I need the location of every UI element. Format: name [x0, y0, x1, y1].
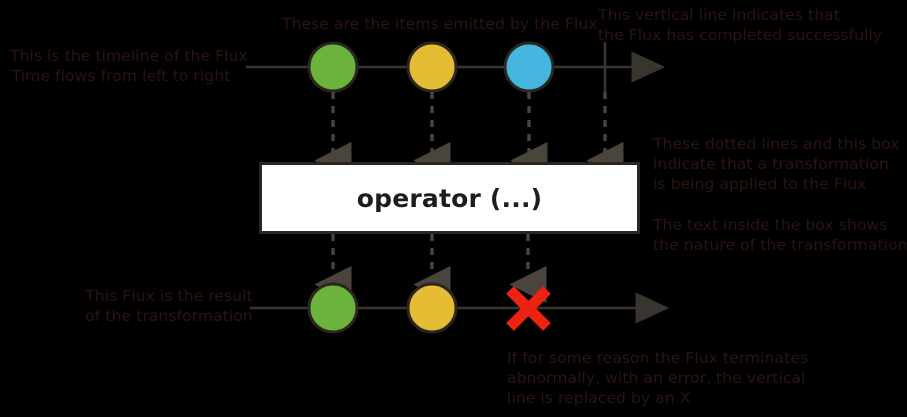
- error-x-marker: [506, 286, 551, 331]
- annotation-result-timeline: This Flux is the result of the transform…: [85, 287, 253, 325]
- annotation-box-text: The text inside the box shows the nature…: [653, 216, 907, 254]
- annotation-source-timeline: This is the timeline of the Flux Time fl…: [10, 47, 248, 85]
- annotation-transformation: These dotted lines and this box indicate…: [653, 135, 900, 193]
- annotation-emitted-items: These are the items emitted by the Flux: [282, 15, 598, 33]
- operator-box-label: operator (...): [356, 183, 543, 213]
- annotation-completion-line: This vertical line indicates that the Fl…: [598, 6, 883, 44]
- operator-box[interactable]: operator (...): [259, 162, 640, 234]
- marble-yellow-result: [406, 282, 458, 334]
- marble-green-source: [307, 41, 359, 93]
- marble-yellow-source: [406, 41, 458, 93]
- marble-green-result: [307, 282, 359, 334]
- marble-blue-source: [503, 41, 555, 93]
- annotation-error: If for some reason the Flux terminates a…: [507, 349, 809, 407]
